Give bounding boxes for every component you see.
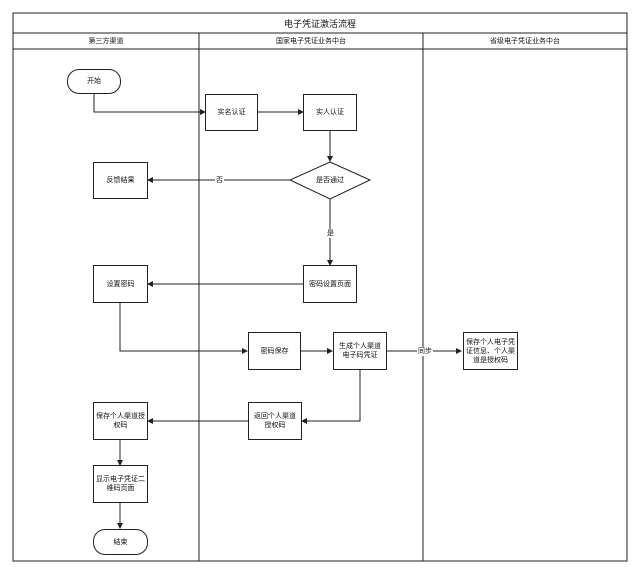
swimlane-frame <box>12 12 628 562</box>
node-province-save: 保存个人电子凭证信息、个人渠道是授权码 <box>463 332 518 370</box>
decision-diamond <box>288 161 372 200</box>
node-verify-person: 实人认证 <box>303 94 357 131</box>
node-save-auth-code: 保存个人渠道授权码 <box>93 402 148 440</box>
edge-label-sync: 同步 <box>417 347 433 356</box>
node-decision-label: 是否通过 <box>316 176 344 184</box>
lane-title-national: 国家电子凭证业务中台 <box>276 37 346 45</box>
lane-title-third-party: 第三方渠道 <box>88 37 124 45</box>
node-verify-name: 实名认证 <box>205 94 258 131</box>
node-start: 开始 <box>67 69 121 94</box>
edge-start-to-verify-name <box>93 94 206 115</box>
node-password-page: 密码设置页面 <box>303 265 357 303</box>
node-end: 结束 <box>93 529 148 555</box>
edge-label-no: 否 <box>215 176 224 185</box>
node-feedback: 反馈结果 <box>93 162 148 199</box>
edge-set-password-to-save <box>119 303 248 354</box>
node-show-qr: 显示电子凭证二维码页面 <box>93 465 148 503</box>
edge-label-yes: 是 <box>326 229 335 238</box>
node-set-password: 设置密码 <box>93 265 148 303</box>
lane-title-provincial: 省级电子凭证业务中台 <box>490 37 560 45</box>
edge-generate-to-return <box>301 370 361 424</box>
diagram-title: 电子凭证激活流程 <box>283 20 356 30</box>
node-return-code: 返回个人渠道授权码 <box>248 402 302 440</box>
node-generate-code: 生成个人渠道电子码凭证 <box>333 332 387 370</box>
node-save-password: 密码保存 <box>248 332 301 370</box>
